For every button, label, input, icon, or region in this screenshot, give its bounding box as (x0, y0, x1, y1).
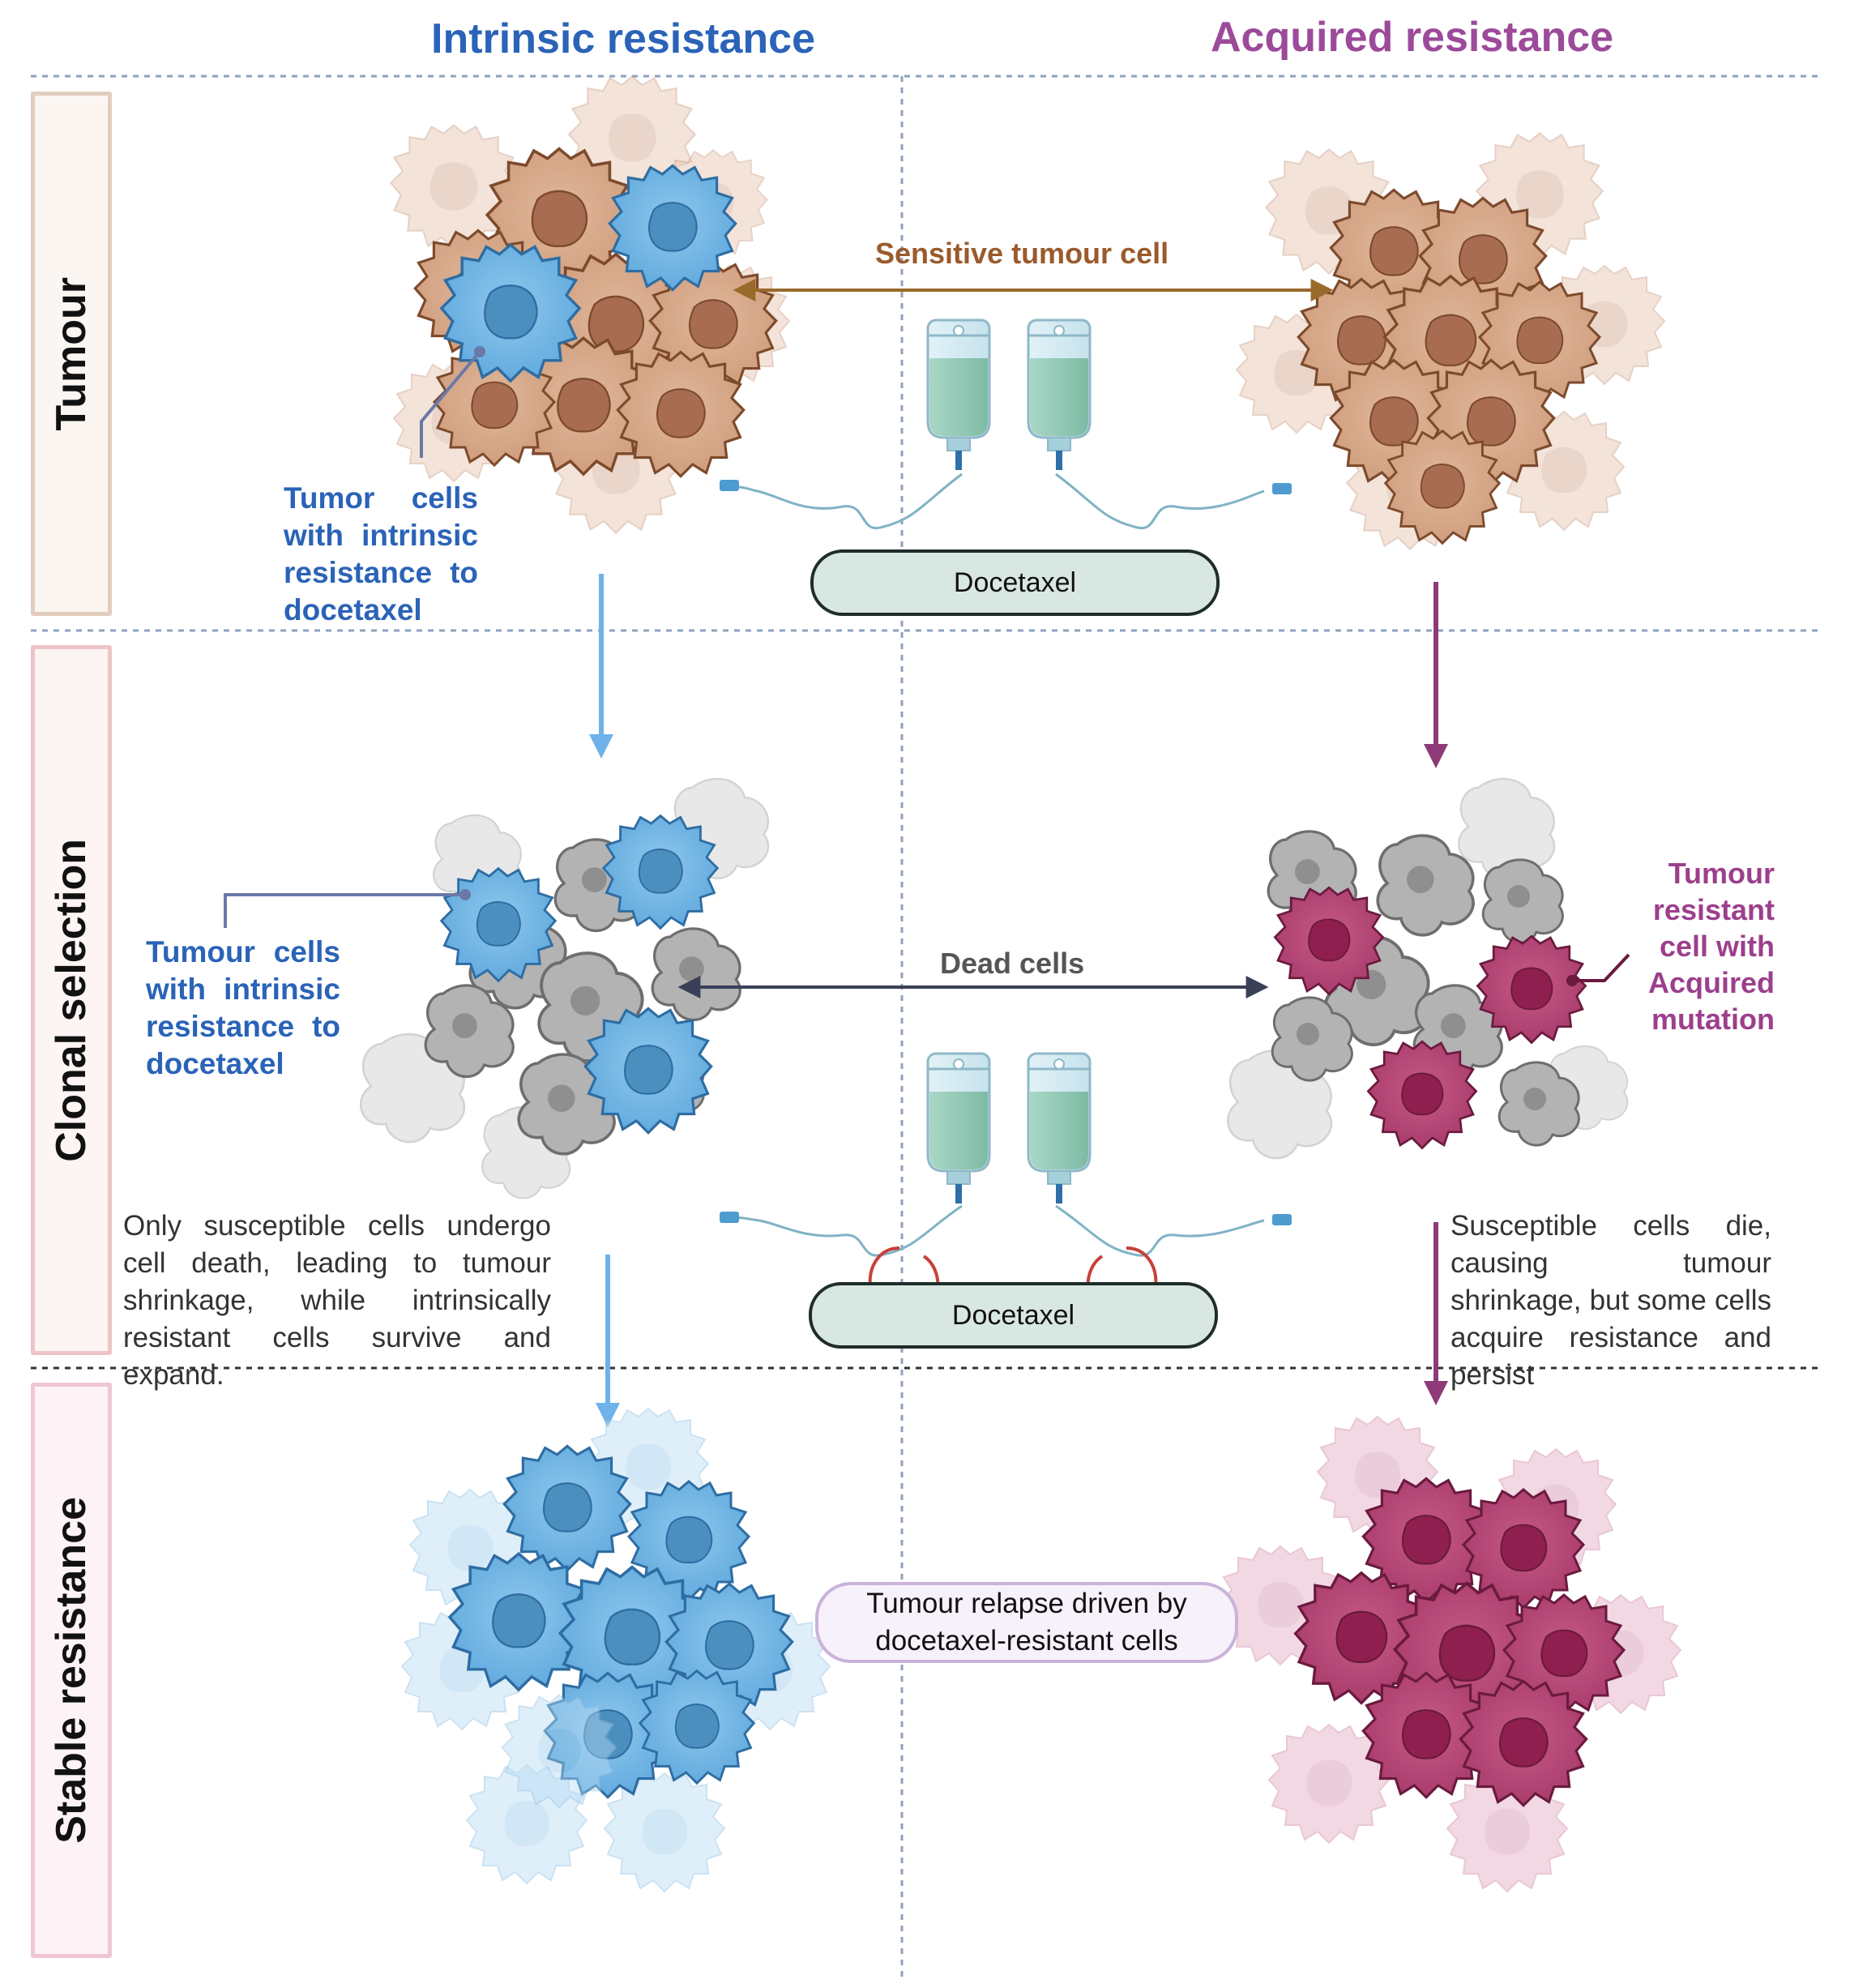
acquired-explanation-last: persist (1451, 1359, 1535, 1391)
docetaxel-label-1: Docetaxel (953, 566, 1077, 598)
stable-acquired-cluster (1220, 1417, 1681, 1892)
intrinsic-explanation: Only susceptible cells undergo cell deat… (123, 1210, 551, 1391)
row-label-stable-resistance: Stable resistance (31, 1383, 112, 1958)
iv-set-top (720, 319, 1292, 530)
relapse-label: Tumour relapse driven by docetaxel-resis… (866, 1588, 1187, 1657)
row-label-tumour: Tumour (31, 92, 112, 616)
intrinsic-callout-line-2 (224, 893, 465, 928)
relapse-label-box: Tumour relapse driven by docetaxel-resis… (815, 1582, 1238, 1663)
acquired-callout-line-3: cell with (1659, 930, 1775, 963)
acquired-callout-label: Tumour resistant cell with Acquired muta… (1604, 855, 1775, 1037)
acquired-callout-line-5: mutation (1651, 1003, 1775, 1036)
row-label-clonal-selection: Clonal selection (31, 645, 112, 1355)
grid-dividers (31, 75, 1819, 1982)
docetaxel-label-2: Docetaxel (951, 1299, 1075, 1331)
intrinsic-column-title: Intrinsic resistance (431, 15, 815, 62)
docetaxel-pill-2: Docetaxel (809, 1282, 1218, 1349)
acquired-column-title: Acquired resistance (1211, 14, 1614, 61)
stable-intrinsic-cluster (402, 1409, 830, 1892)
clonal-acquired-cluster (1228, 779, 1627, 1158)
intrinsic-callout-label-1: Tumor cells with intrinsic resistance to… (284, 481, 478, 626)
acquired-explanation-main: Susceptible cells die, causing tumour sh… (1451, 1210, 1771, 1353)
acquired-callout-line (1572, 953, 1630, 982)
tumour-intrinsic-cluster (391, 76, 789, 532)
intrinsic-callout-line (420, 350, 481, 458)
acquired-explanation: Susceptible cells die, causing tumour sh… (1451, 1208, 1771, 1394)
sensitive-tumour-cell-label: Sensitive tumour cell (875, 237, 1169, 270)
intrinsic-callout-label-2: Tumour cells with intrinsic resistance t… (146, 935, 340, 1080)
docetaxel-pill-1: Docetaxel (810, 549, 1220, 616)
acquired-callout-line-4: Acquired (1647, 966, 1775, 999)
tumour-acquired-cluster (1237, 133, 1664, 549)
acquired-callout-line-1: Tumour (1668, 857, 1775, 890)
dead-cells-label: Dead cells (940, 947, 1085, 980)
acquired-callout-line-2: resistant (1652, 893, 1775, 926)
